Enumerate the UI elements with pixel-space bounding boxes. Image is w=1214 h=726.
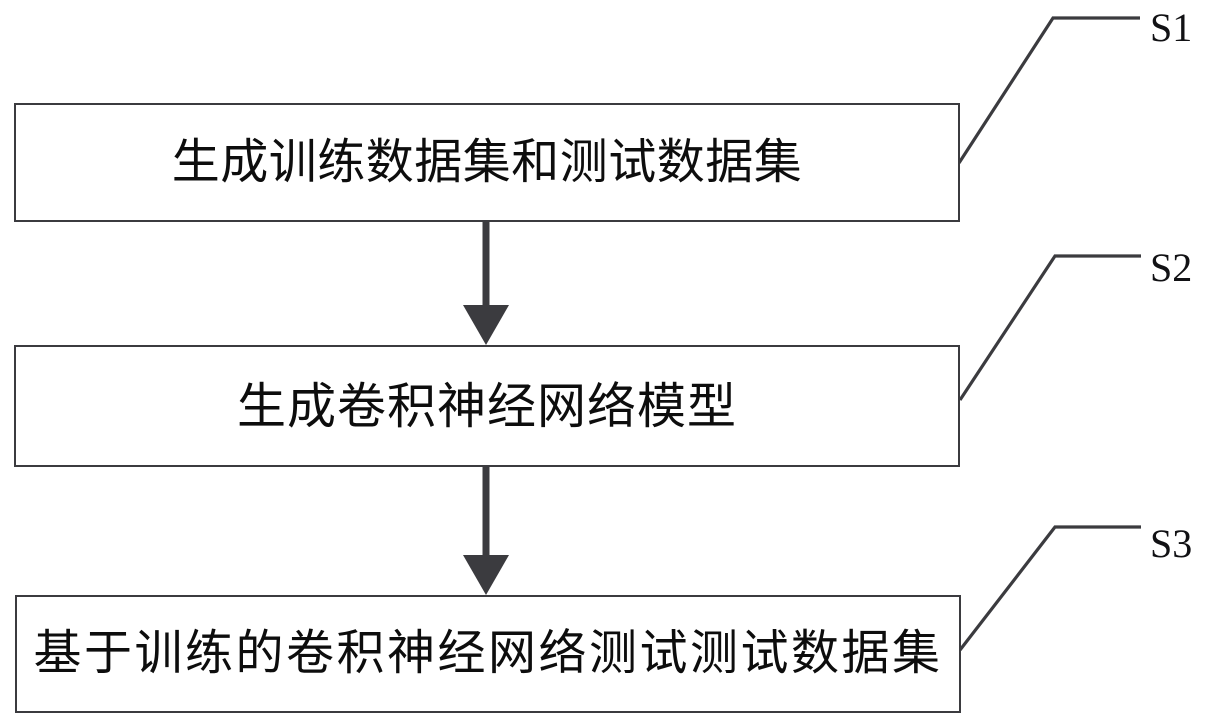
process-box-s3-label: 基于训练的卷积神经网络测试测试数据集: [33, 627, 943, 680]
arrow-s2-to-s3: [463, 467, 509, 595]
leader-line-s3: [958, 525, 1141, 651]
process-box-s3: 基于训练的卷积神经网络测试测试数据集: [15, 595, 961, 713]
step-tag-s1: S1: [1150, 5, 1193, 50]
process-box-s1-label: 生成训练数据集和测试数据集: [171, 135, 803, 189]
process-box-s2-label: 生成卷积神经网络模型: [236, 378, 737, 434]
leader-line-s2: [958, 254, 1141, 401]
step-tag-s3: S3: [1150, 521, 1193, 566]
arrow-s1-to-s2: [463, 222, 509, 345]
process-box-s1: 生成训练数据集和测试数据集: [14, 103, 960, 222]
process-box-s2: 生成卷积神经网络模型: [14, 345, 960, 467]
step-tag-s2: S2: [1150, 245, 1193, 290]
leader-line-s1: [957, 16, 1140, 164]
